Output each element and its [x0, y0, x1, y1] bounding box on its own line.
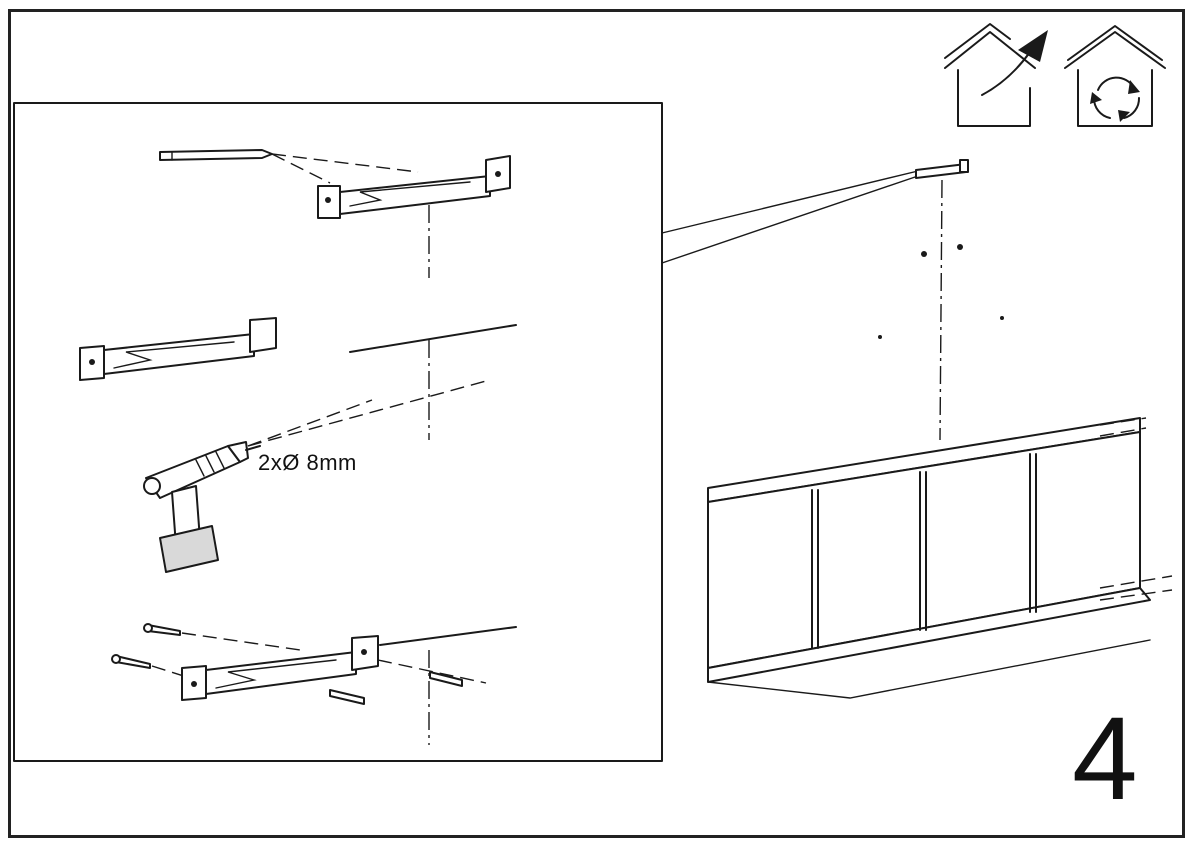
- detail-inset-frame: [13, 102, 663, 762]
- drill-bit-size-label: 2xØ 8mm: [258, 450, 357, 475]
- wall-plug-2-icon: [329, 689, 365, 705]
- shelf-unit: [707, 417, 1173, 699]
- screw-1-icon: [143, 623, 181, 636]
- wall-holes: [878, 244, 1004, 339]
- wall-bracket-small: [915, 159, 969, 179]
- bracket-top: [317, 155, 511, 219]
- screw-2-icon: [111, 654, 151, 669]
- callout-lines: [661, 170, 919, 264]
- pencil-icon: [159, 149, 273, 161]
- marking-guide-lines: [271, 153, 419, 184]
- drill-guide-lines: [247, 380, 487, 447]
- house-arrow-out-icon: [944, 23, 1048, 127]
- bracket-middle: [79, 317, 277, 381]
- house-recycle-icon: [1064, 25, 1166, 127]
- bracket-bottom: [181, 635, 379, 701]
- wall-plug-1-icon: [429, 671, 463, 687]
- step-number: 4: [1072, 693, 1138, 825]
- page-frame: [8, 9, 1185, 838]
- drill-icon: [143, 441, 261, 573]
